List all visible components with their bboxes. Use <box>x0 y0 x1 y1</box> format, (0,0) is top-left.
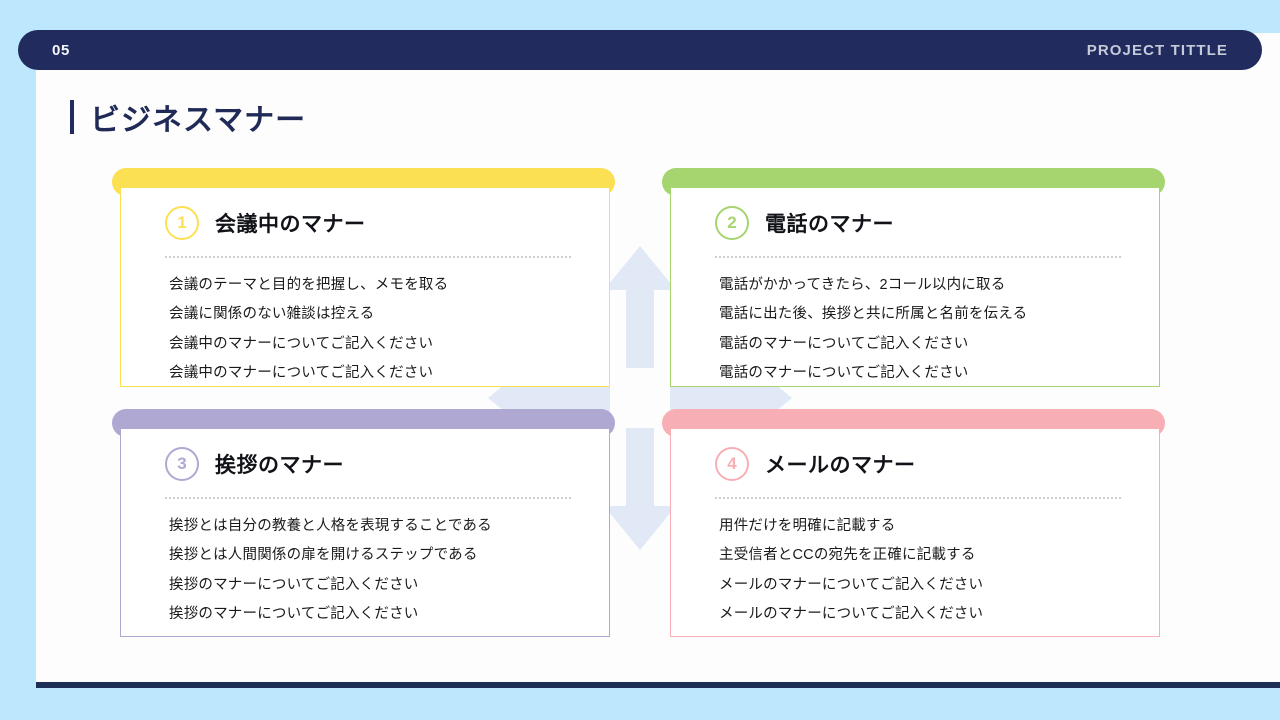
card-1-number-badge: 1 <box>165 206 199 240</box>
card-1-line-1: 会議のテーマと目的を把握し、メモを取る <box>169 277 449 293</box>
card-4-line-3: メールのマナーについてご記入ください <box>719 576 984 593</box>
card-3-divider <box>165 497 571 499</box>
slide-number: 05 <box>52 41 70 59</box>
card-2-title: 電話のマナー <box>765 213 894 236</box>
card-2-line-4: 電話のマナーについてご記入ください <box>719 365 969 382</box>
card-3-header: 3 挨拶のマナー <box>121 429 609 481</box>
card-2-line-1: 電話がかかってきたら、2コール以内に取る <box>719 277 1006 293</box>
card-4-line-4: メールのマナーについてご記入ください <box>719 606 984 623</box>
title-accent-bar <box>70 100 74 134</box>
card-4-title: メールのマナー <box>765 454 916 477</box>
card-1-lines: 会議のテーマと目的を把握し、メモを取る 会議に関係のない雑談は控える 会議中のマ… <box>121 258 609 386</box>
header-bar: 05 PROJECT TITTLE <box>18 30 1262 70</box>
card-2-line-2: 電話に出た後、挨拶と共に所属と名前を伝える <box>719 306 1028 323</box>
card-2-number-badge: 2 <box>715 206 749 240</box>
card-3-lines: 挨拶とは自分の教養と人格を表現することである 挨拶とは人間関係の扉を開けるステッ… <box>121 499 609 627</box>
card-2-body: 2 電話のマナー 電話がかかってきたら、2コール以内に取る 電話に出た後、挨拶と… <box>670 187 1160 387</box>
card-2-line-3: 電話のマナーについてご記入ください <box>719 335 969 352</box>
card-3-number-badge: 3 <box>165 447 199 481</box>
card-3-line-4: 挨拶のマナーについてご記入ください <box>169 606 419 623</box>
card-1-line-3: 会議中のマナーについてご記入ください <box>169 335 434 352</box>
card-4-body: 4 メールのマナー 用件だけを明確に記載する 主受信者とCCの宛先を正確に記載す… <box>670 428 1160 637</box>
card-1-line-4: 会議中のマナーについてご記入ください <box>169 365 434 382</box>
card-3-body: 3 挨拶のマナー 挨拶とは自分の教養と人格を表現することである 挨拶とは人間関係… <box>120 428 610 637</box>
card-3-line-1: 挨拶とは自分の教養と人格を表現することである <box>169 518 492 534</box>
project-title: PROJECT TITTLE <box>1086 41 1228 59</box>
card-1-header: 1 会議中のマナー <box>121 188 609 240</box>
card-2-header: 2 電話のマナー <box>671 188 1159 240</box>
card-4-lines: 用件だけを明確に記載する 主受信者とCCの宛先を正確に記載する メールのマナーに… <box>671 499 1159 627</box>
card-4-divider <box>715 497 1121 499</box>
page-title: ビジネスマナー <box>90 104 307 137</box>
card-3-line-2: 挨拶とは人間関係の扉を開けるステップである <box>169 547 478 564</box>
card-1-line-2: 会議に関係のない雑談は控える <box>169 306 375 323</box>
card-2-lines: 電話がかかってきたら、2コール以内に取る 電話に出た後、挨拶と共に所属と名前を伝… <box>671 258 1159 386</box>
card-4-line-2: 主受信者とCCの宛先を正確に記載する <box>719 547 976 564</box>
card-1-divider <box>165 256 571 258</box>
card-1-body: 1 会議中のマナー 会議のテーマと目的を把握し、メモを取る 会議に関係のない雑談… <box>120 187 610 387</box>
card-2-divider <box>715 256 1121 258</box>
card-3-line-3: 挨拶のマナーについてご記入ください <box>169 576 419 593</box>
bottom-rule <box>36 682 1280 688</box>
card-4-line-1: 用件だけを明確に記載する <box>719 518 896 534</box>
page-title-row: ビジネスマナー <box>70 95 306 139</box>
card-4-header: 4 メールのマナー <box>671 429 1159 481</box>
card-1-title: 会議中のマナー <box>215 213 366 236</box>
card-4-number-badge: 4 <box>715 447 749 481</box>
card-3-title: 挨拶のマナー <box>215 454 344 477</box>
